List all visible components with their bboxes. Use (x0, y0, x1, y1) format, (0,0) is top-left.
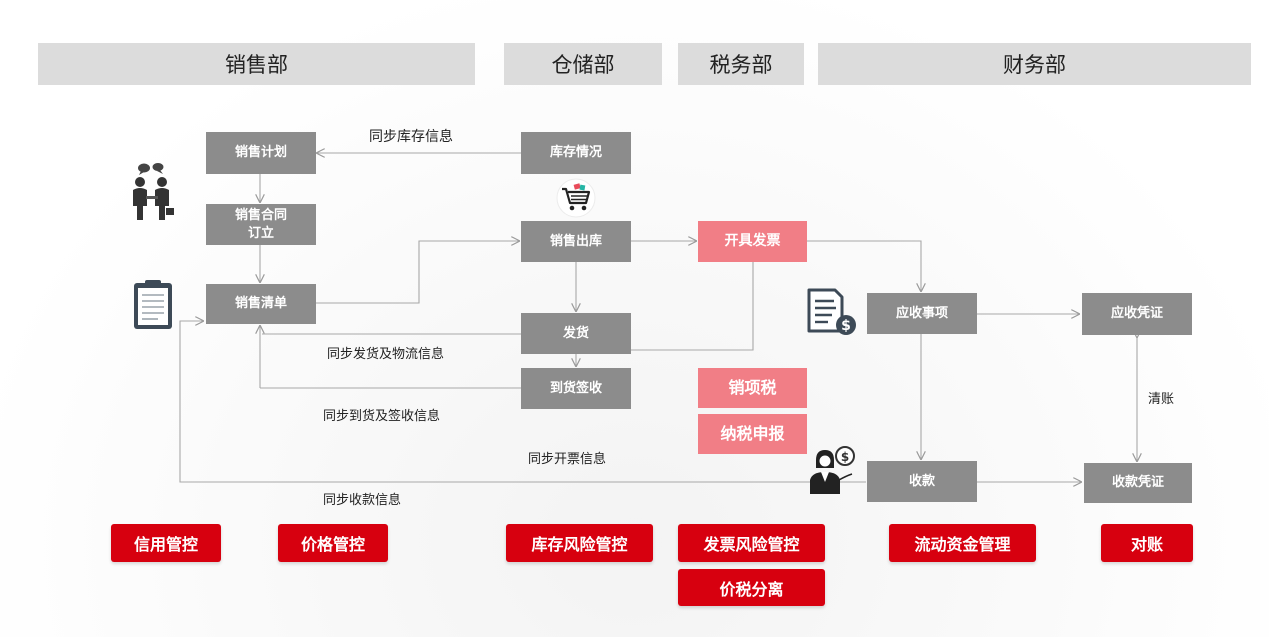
label-settle: 清账 (1148, 392, 1175, 407)
box-issue-invoice: 开具发票 (698, 221, 807, 262)
svg-text:$: $ (841, 450, 849, 464)
box-sales-contract: 销售合同 订立 (206, 204, 316, 245)
control-price-tax-separation: 价税分离 (678, 569, 825, 606)
clipboard-icon (134, 280, 172, 329)
shopping-cart-icon (556, 178, 596, 218)
svg-text:$: $ (841, 318, 851, 334)
box-receivable-items: 应收事项 (867, 293, 977, 334)
box-shipping: 发货 (521, 313, 631, 354)
dept-sales-header: 销售部 (38, 43, 475, 85)
box-sales-list: 销售清单 (206, 284, 316, 324)
box-output-tax: 销项税 (698, 368, 807, 408)
control-credit: 信用管控 (111, 524, 221, 562)
control-price: 价格管控 (278, 524, 388, 562)
dept-tax-header: 税务部 (678, 43, 804, 85)
box-sales-plan: 销售计划 (206, 132, 316, 174)
control-invoice-risk: 发票风险管控 (678, 524, 825, 562)
box-collection: 收款 (867, 461, 977, 502)
control-reconciliation: 对账 (1101, 524, 1193, 562)
business-people-icon (133, 163, 174, 220)
dept-warehouse-header: 仓储部 (504, 43, 662, 85)
box-tax-filing: 纳税申报 (698, 414, 807, 454)
box-inventory-status: 库存情况 (521, 132, 631, 174)
label-sync-collection: 同步收款信息 (323, 493, 402, 508)
box-collection-voucher: 收款凭证 (1084, 463, 1192, 503)
invoice-dollar-icon: $ (807, 288, 856, 335)
label-sync-invoice: 同步开票信息 (528, 452, 607, 467)
label-sync-delivery: 同步到货及签收信息 (323, 409, 441, 424)
box-receivable-voucher: 应收凭证 (1082, 293, 1192, 335)
cashier-woman-icon: $ (810, 446, 855, 494)
label-sync-shipping: 同步发货及物流信息 (327, 347, 445, 362)
dept-finance-header: 财务部 (818, 43, 1251, 85)
box-delivery-receipt: 到货签收 (521, 368, 631, 409)
control-cash-flow: 流动资金管理 (889, 524, 1036, 562)
label-sync-inventory: 同步库存信息 (369, 129, 453, 145)
control-inventory-risk: 库存风险管控 (506, 524, 653, 562)
box-sales-outbound: 销售出库 (521, 221, 631, 262)
